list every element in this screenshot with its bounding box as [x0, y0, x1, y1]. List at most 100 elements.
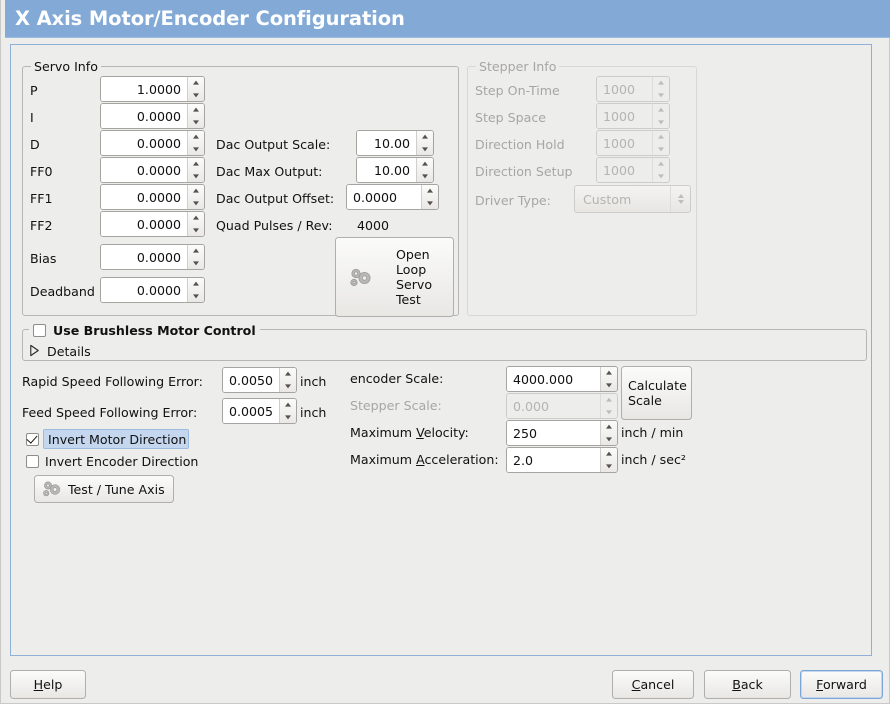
maximum-velocity-input[interactable]: 250: [506, 420, 618, 446]
dac-max-output-label: Dac Max Output:: [216, 164, 323, 179]
encoder-scale-input[interactable]: 4000.000: [506, 366, 618, 392]
spin-down-icon[interactable]: [601, 460, 617, 472]
servo-input-d-spinner[interactable]: [187, 131, 204, 155]
spin-up-icon[interactable]: [188, 185, 204, 197]
dac-max-output-input[interactable]: 10.00: [356, 157, 434, 183]
servo-input-ff0[interactable]: 0.0000: [100, 157, 205, 183]
spin-down-icon[interactable]: [188, 89, 204, 101]
invert-motor-direction-label[interactable]: Invert Motor Direction: [48, 432, 187, 447]
invert-motor-direction-checkbox[interactable]: [26, 433, 39, 446]
spin-down-icon[interactable]: [280, 411, 296, 423]
servo-input-p-spinner[interactable]: [187, 77, 204, 101]
maximum-velocity-spinner[interactable]: [600, 421, 617, 445]
spin-up-icon: [601, 394, 617, 406]
spin-up-icon[interactable]: [280, 368, 296, 380]
maximum-acceleration-input[interactable]: 2.0: [506, 447, 618, 473]
dac-output-offset-spinner[interactable]: [421, 185, 438, 209]
servo-input-deadband[interactable]: 0.0000: [100, 277, 205, 303]
maximum-acceleration-unit: inch / sec²: [621, 452, 686, 467]
invert-encoder-direction-checkbox[interactable]: [26, 455, 39, 468]
servo-input-i[interactable]: 0.0000: [100, 103, 205, 129]
spin-up-icon[interactable]: [601, 421, 617, 433]
calculate-scale-label: Calculate Scale: [628, 378, 687, 408]
cancel-button[interactable]: Cancel: [612, 670, 694, 699]
expander-triangle-right-icon[interactable]: [29, 344, 40, 357]
spin-up-icon[interactable]: [188, 212, 204, 224]
dac-output-scale-spinner[interactable]: [416, 131, 433, 155]
spin-down-icon: [601, 406, 617, 418]
spin-up-icon[interactable]: [417, 158, 433, 170]
spin-up-icon[interactable]: [417, 131, 433, 143]
brushless-group: [22, 329, 867, 361]
spin-down-icon[interactable]: [188, 290, 204, 302]
maximum-acceleration-spinner[interactable]: [600, 448, 617, 472]
back-button[interactable]: Back: [704, 670, 791, 699]
spin-down-icon[interactable]: [188, 116, 204, 128]
servo-input-i-value: 0.0000: [101, 104, 187, 128]
details-label[interactable]: Details: [47, 344, 91, 359]
spin-up-icon[interactable]: [188, 77, 204, 89]
spin-up-icon[interactable]: [601, 448, 617, 460]
feed-speed-following-error-input[interactable]: 0.0005: [222, 398, 297, 424]
rapid-error-spinner[interactable]: [279, 368, 296, 392]
spin-down-icon[interactable]: [188, 197, 204, 209]
spin-down-icon[interactable]: [417, 143, 433, 155]
servo-info-legend: Servo Info: [31, 59, 101, 74]
help-button[interactable]: Help: [10, 670, 86, 699]
calculate-scale-button[interactable]: Calculate Scale: [621, 366, 692, 420]
step-space-spinner: [652, 104, 669, 128]
test-tune-axis-button[interactable]: Test / Tune Axis: [34, 475, 174, 503]
servo-label-p: P: [30, 83, 38, 98]
servo-input-p[interactable]: 1.0000: [100, 76, 205, 102]
servo-label-ff2: FF2: [30, 218, 53, 233]
feed-error-spinner[interactable]: [279, 399, 296, 423]
servo-label-ff1: FF1: [30, 191, 53, 206]
encoder-scale-spinner[interactable]: [600, 367, 617, 391]
spin-up-icon[interactable]: [188, 245, 204, 257]
spin-down-icon[interactable]: [422, 197, 438, 209]
spin-down-icon[interactable]: [188, 257, 204, 269]
open-loop-servo-test-button[interactable]: Open Loop Servo Test: [335, 237, 454, 317]
feed-speed-following-error-value: 0.0005: [223, 399, 279, 423]
servo-input-ff1[interactable]: 0.0000: [100, 184, 205, 210]
use-brushless-motor-control-checkbox[interactable]: [33, 323, 46, 337]
brushless-legend-wrap[interactable]: Use Brushless Motor Control: [29, 322, 260, 338]
spin-down-icon[interactable]: [280, 380, 296, 392]
page-title: X Axis Motor/Encoder Configuration: [15, 7, 405, 30]
spin-up-icon[interactable]: [188, 278, 204, 290]
spin-up-icon[interactable]: [422, 185, 438, 197]
forward-button[interactable]: Forward: [800, 670, 883, 699]
dac-max-output-value: 10.00: [357, 158, 416, 182]
spin-up-icon[interactable]: [280, 399, 296, 411]
servo-input-bias[interactable]: 0.0000: [100, 244, 205, 270]
spin-up-icon[interactable]: [188, 131, 204, 143]
spin-down-icon[interactable]: [188, 170, 204, 182]
servo-input-ff0-spinner[interactable]: [187, 158, 204, 182]
spin-down-icon[interactable]: [188, 224, 204, 236]
servo-input-bias-spinner[interactable]: [187, 245, 204, 269]
servo-input-deadband-spinner[interactable]: [187, 278, 204, 302]
servo-input-ff2[interactable]: 0.0000: [100, 211, 205, 237]
dac-output-scale-label: Dac Output Scale:: [216, 137, 331, 152]
rapid-speed-following-error-input[interactable]: 0.0050: [222, 367, 297, 393]
servo-input-d[interactable]: 0.0000: [100, 130, 205, 156]
servo-input-i-spinner[interactable]: [187, 104, 204, 128]
spin-down-icon[interactable]: [188, 143, 204, 155]
spin-down-icon: [653, 116, 669, 128]
spin-up-icon: [653, 77, 669, 89]
spin-up-icon[interactable]: [188, 104, 204, 116]
spin-up-icon[interactable]: [601, 367, 617, 379]
invert-encoder-direction-label[interactable]: Invert Encoder Direction: [45, 454, 199, 469]
driver-type-value: Custom: [583, 191, 632, 207]
servo-input-ff2-spinner[interactable]: [187, 212, 204, 236]
spin-down-icon[interactable]: [601, 379, 617, 391]
spin-down-icon[interactable]: [417, 170, 433, 182]
chevron-updown-icon: [670, 186, 690, 212]
dac-output-scale-input[interactable]: 10.00: [356, 130, 434, 156]
spin-up-icon[interactable]: [188, 158, 204, 170]
dac-max-output-spinner[interactable]: [416, 158, 433, 182]
dac-output-offset-input[interactable]: 0.0000: [346, 184, 439, 210]
spin-down-icon[interactable]: [601, 433, 617, 445]
servo-input-ff1-spinner[interactable]: [187, 185, 204, 209]
